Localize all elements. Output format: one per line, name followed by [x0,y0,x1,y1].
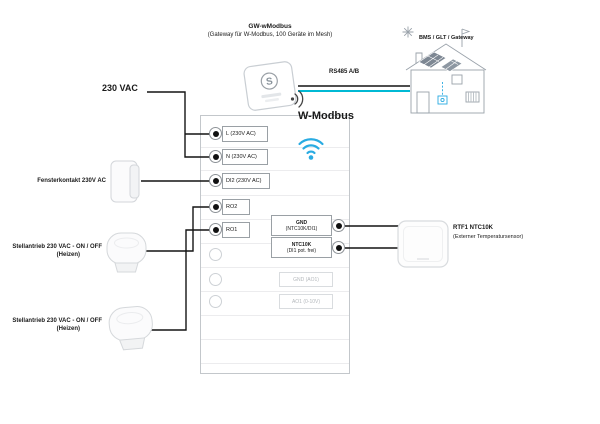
terminal-label-DI2: DI2 (230V AC) [222,173,270,189]
terminal-label-GND-AO1-text: GND (AO1) [293,276,319,283]
power-label: 230 VAC [102,83,138,93]
sensor-title: RTF1 NTC10K [453,225,494,231]
rs485-label: RS485 A/B [329,69,360,75]
terminal-circle-RO1 [209,223,222,236]
terminal-label-N-text: N (230V AC) [226,154,257,160]
stellantrieb1-device [106,232,147,273]
wire-stellantrieb1-ro2 [146,206,212,252]
antenna-icon [461,28,471,47]
stellantrieb2-label-line2: (Heizen) [56,325,80,332]
stellantrieb2-device [108,306,153,351]
terminal-label-NTC10K-subtext: (DI1 pot. frei) [286,247,317,254]
building-door [416,91,430,114]
bms-building [405,28,487,114]
terminal-label-NTC10K: NTC10K (DI1 pot. frei) [271,237,332,258]
terminal-circle-DI2 [209,174,222,187]
stellantrieb1-label-line1: Stellantrieb 230 VAC - ON / OFF [12,244,102,250]
terminal-label-GND-text: GND [295,219,308,226]
gateway-wifi-icon [290,90,304,108]
building-window [451,74,463,85]
terminal-label-AO1-text: AO1 (0-10V) [291,298,321,305]
rtf1-sensor-device [397,220,449,268]
terminal-label-AO1: AO1 (0-10V) [279,294,333,309]
wire-stellantrieb2-ro1 [151,229,212,331]
building-body [410,69,485,114]
terminal-label-L-text: L (230V AC) [226,131,256,137]
terminal-label-DI2-text: DI2 (230V AC) [226,178,262,184]
terminal-circle-L [209,127,222,140]
terminal-circle-unused-2 [209,273,222,286]
terminal-label-GND-AO1: GND (AO1) [279,272,333,287]
stellantrieb2-label: Stellantrieb 230 VAC - ON / OFF (Heizen) [0,318,102,333]
terminal-label-RO2: RO2 [222,199,250,215]
gateway-title: GW-wModbus [248,23,292,30]
solar-panel-icon [418,51,463,72]
terminal-label-L: L (230V AC) [222,126,268,142]
fensterkontakt-label: Fensterkontakt 230V AC [37,178,106,184]
sparkle-icon [402,26,414,38]
stellantrieb1-label: Stellantrieb 230 VAC - ON / OFF (Heizen) [0,244,102,259]
wmodbus-wifi-icon [298,138,324,160]
terminal-circle-N [209,150,222,163]
bms-label: BMS / GLT / Gateway [419,35,474,41]
terminal-label-GND-subtext: (NTC10K/DI1) [285,225,318,232]
terminal-circle-unused-3 [209,295,222,308]
terminal-circle-NTC10K [332,241,345,254]
fensterkontakt-device [110,160,140,203]
terminal-circle-RO2 [209,200,222,213]
terminal-circle-GND [332,219,345,232]
wire-230vac [147,91,212,158]
building-roof [405,43,487,71]
terminal-circle-unused-1 [209,248,222,261]
gateway-subtitle: (Gateway für W-Modbus, 100 Geräte im Mes… [207,32,333,38]
building-radiator [465,91,480,103]
wires [141,91,399,331]
terminal-label-RO2-text: RO2 [226,204,238,210]
stellantrieb2-label-line1: Stellantrieb 230 VAC - ON / OFF [12,318,102,324]
terminal-label-RO1: RO1 [222,222,250,238]
gateway-device: S [243,61,297,111]
gateway-logo: S [265,76,273,88]
terminal-label-GND: GND (NTC10K/DI1) [271,215,332,236]
terminal-label-N: N (230V AC) [222,149,268,165]
wmodbus-label: W-Modbus [298,110,354,122]
stellantrieb1-label-line2: (Heizen) [56,251,80,258]
building-chimney [415,52,423,64]
thermostat-icon [437,82,448,105]
terminal-label-RO1-text: RO1 [226,227,238,233]
terminal-label-NTC10K-text: NTC10K [291,241,312,248]
sensor-subtitle: (Externer Temperatursensor) [453,234,524,240]
